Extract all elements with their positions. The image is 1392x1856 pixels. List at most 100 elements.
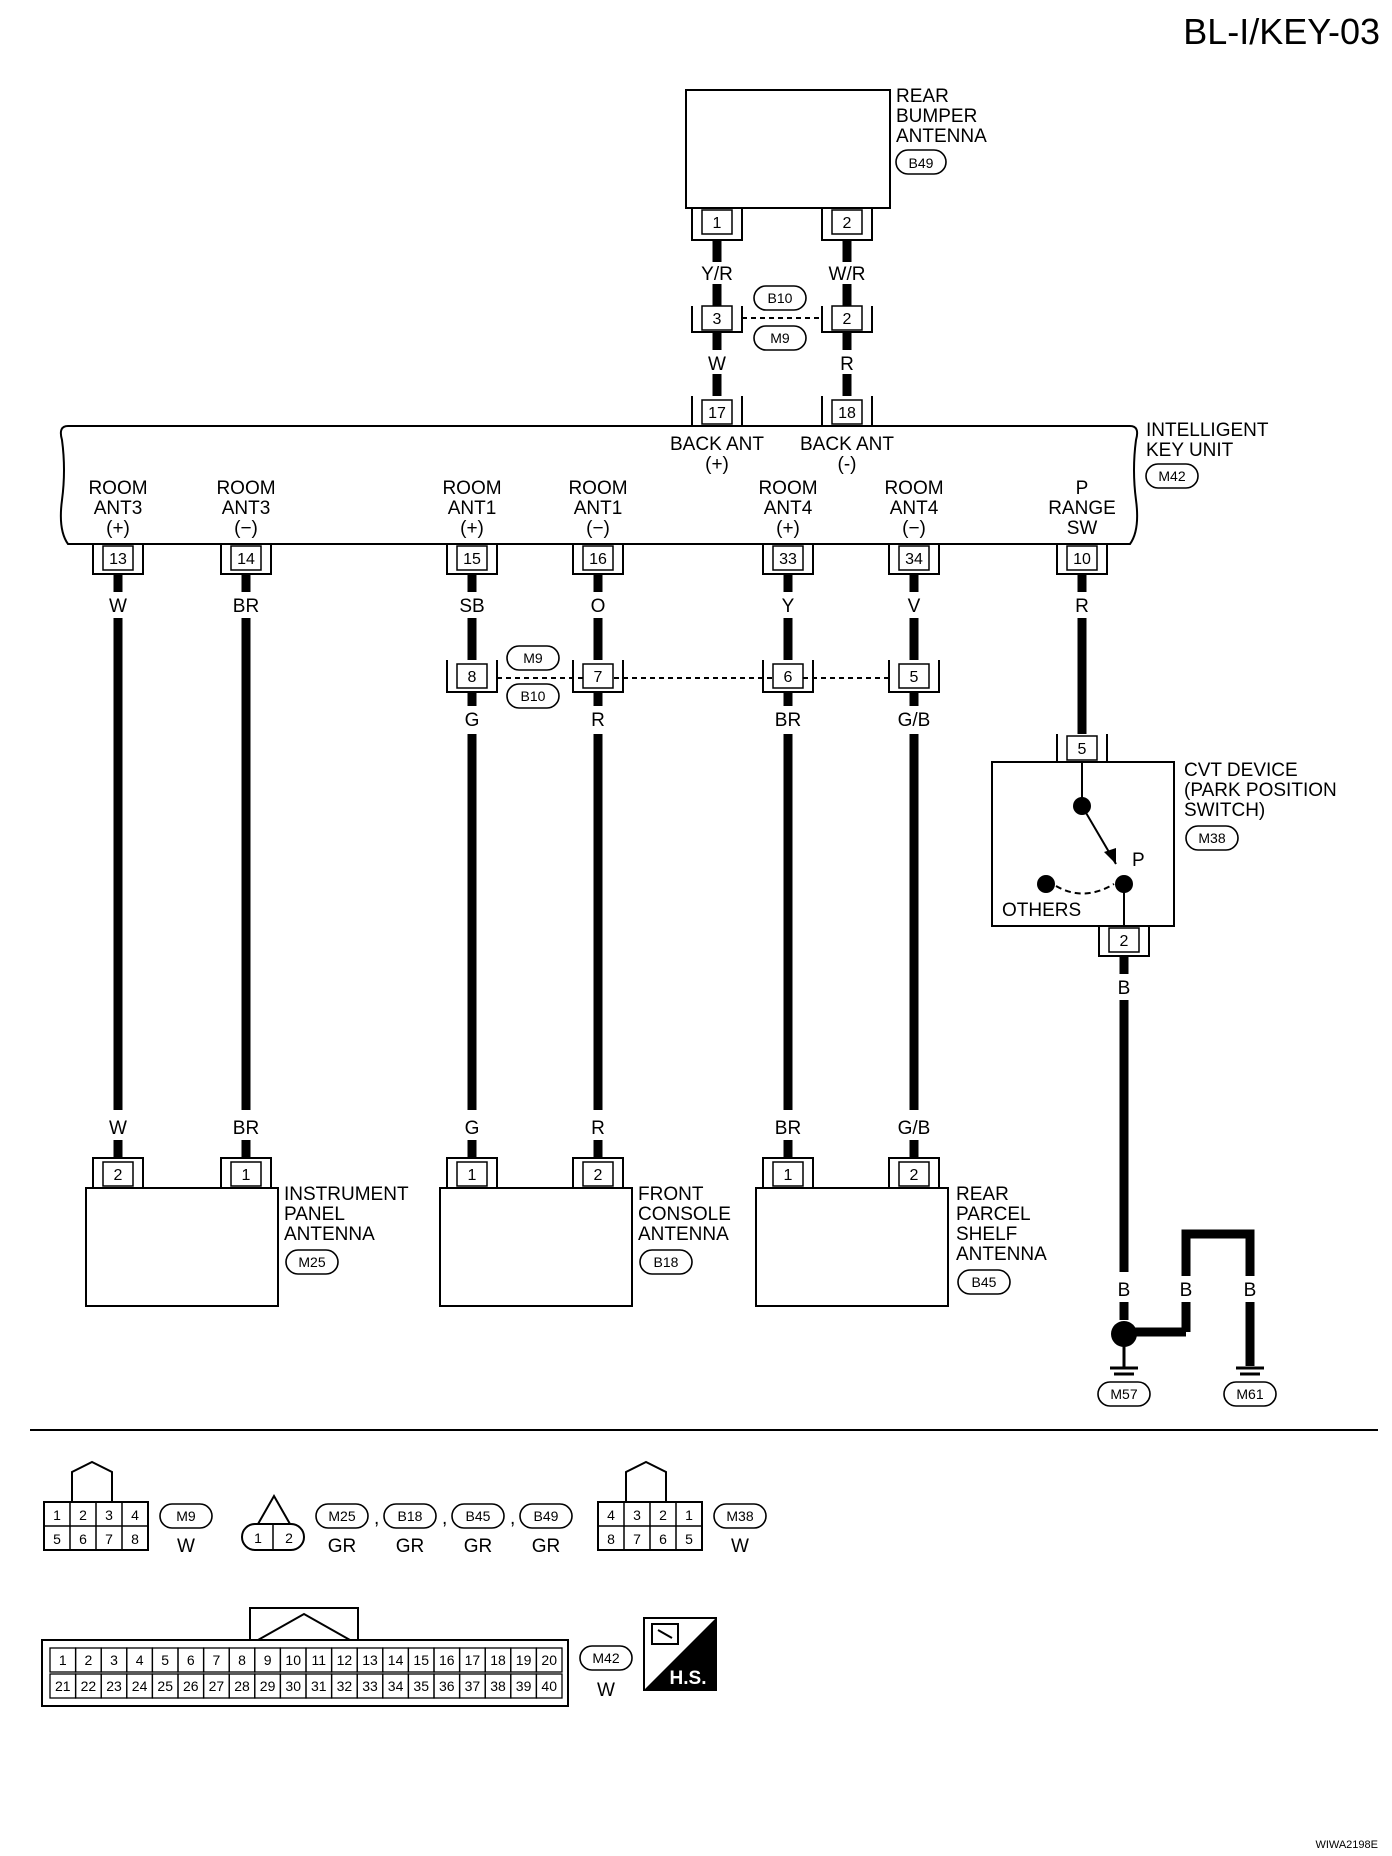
front-console-connector: B18: [654, 1254, 679, 1270]
cvt-others-label: OTHERS: [1002, 900, 1081, 921]
footer-code: WIWA2198E: [1315, 1839, 1378, 1851]
m42-cell: 3: [110, 1652, 118, 1668]
ground-wire-b-1: B: [1118, 1280, 1131, 1301]
mid-joint-connector: 8 7 6 5 M9 B10: [446, 645, 940, 709]
m42-cell: 18: [490, 1652, 506, 1668]
terminal-33-l3: (+): [776, 518, 800, 539]
mid-wire-gb: G/B: [898, 710, 931, 731]
front-console-label-2: CONSOLE: [638, 1204, 731, 1225]
two-pin-2: 2: [285, 1530, 293, 1546]
rear-parcel-pin-2: 2: [910, 1167, 919, 1184]
m42-cell: 27: [209, 1678, 225, 1694]
ant-wire-r: R: [591, 1118, 605, 1139]
wire-color-r-18: R: [840, 354, 854, 375]
key-unit-outline: [59, 425, 1139, 545]
rear-bumper-antenna-label-1: REAR: [896, 86, 949, 107]
cvt-pin-5: 5: [1078, 741, 1087, 758]
terminal-14-wire: BR: [233, 596, 259, 617]
ground-m57: M57: [1110, 1386, 1137, 1402]
terminal-14-l1: ROOM: [216, 478, 275, 499]
m9-cell: 2: [79, 1507, 87, 1523]
two-pin-1: 1: [254, 1530, 262, 1546]
m42-cell: 24: [132, 1678, 148, 1694]
m42-cell: 13: [362, 1652, 378, 1668]
rear-bumper-pin-1: 1: [691, 208, 743, 241]
terminal-34-pin: 34: [905, 551, 923, 568]
terminal-15-pin: 15: [463, 551, 481, 568]
terminal-10-pin: 10: [1073, 551, 1091, 568]
joint-connector-m9: M9: [770, 330, 790, 346]
front-console-pin-1: 1: [468, 1167, 477, 1184]
ground-wire-b-3: B: [1244, 1280, 1257, 1301]
m42-cell: 10: [285, 1652, 301, 1668]
ant-wire-g: G: [465, 1118, 480, 1139]
wire-color-wr: W/R: [829, 264, 866, 285]
m42-cell: 5: [161, 1652, 169, 1668]
two-pin-color-3: GR: [464, 1536, 493, 1557]
m42-cell: 20: [541, 1652, 557, 1668]
cvt-p-label: P: [1132, 850, 1145, 871]
m42-cell: 19: [516, 1652, 532, 1668]
rear-parcel-label-1: REAR: [956, 1184, 1009, 1205]
instrument-panel-label-3: ANTENNA: [284, 1224, 375, 1245]
hs-badge: H.S.: [643, 1617, 717, 1691]
legend-m38-color: W: [731, 1536, 749, 1557]
terminal-13: ROOM ANT3 (+) 13 W: [88, 478, 147, 617]
terminal-16-l1: ROOM: [568, 478, 627, 499]
terminal-33-pin: 33: [779, 551, 797, 568]
terminal-34-wire: V: [908, 596, 921, 617]
key-unit-name-1: INTELLIGENT: [1146, 420, 1269, 441]
terminal-10: P RANGE SW 10 R: [1048, 478, 1116, 617]
legend-m9: 1 2 3 4 5 6 7 8 M9 W: [43, 1460, 213, 1557]
terminal-14-pin: 14: [237, 551, 255, 568]
rear-parcel-label-2: PARCEL: [956, 1204, 1031, 1225]
key-unit-pin-18-label: 18: [838, 405, 856, 422]
key-unit-connector-badge: [1145, 463, 1199, 489]
two-pin-sep-1: ,: [374, 1508, 379, 1529]
m42-cell: 37: [465, 1678, 481, 1694]
terminal-15-wire: SB: [459, 596, 484, 617]
m42-cell: 33: [362, 1678, 378, 1694]
hs-label: H.S.: [670, 1668, 707, 1689]
instrument-panel-connector: M25: [298, 1254, 325, 1270]
terminal-15: ROOM ANT1 (+) 15 SB: [442, 478, 501, 617]
rear-parcel-label-4: ANTENNA: [956, 1244, 1047, 1265]
two-pin-color-4: GR: [532, 1536, 561, 1557]
key-unit-pin-17-label: 17: [708, 405, 726, 422]
terminal-34-l3: (−): [902, 518, 926, 539]
terminal-10-l3: SW: [1067, 518, 1098, 539]
terminal-16-l3: (−): [586, 518, 610, 539]
mid-joint-b10: B10: [521, 688, 546, 704]
two-pin-color-1: GR: [328, 1536, 357, 1557]
legend-m38: 4 3 2 1 8 7 6 5 M38 W: [597, 1460, 767, 1557]
mid-joint-pin-5: 5: [910, 669, 919, 686]
mid-wire-g: G: [465, 710, 480, 731]
m42-cell: 1: [59, 1652, 67, 1668]
m42-cell: 32: [337, 1678, 353, 1694]
key-unit-pin-18: 18: [821, 396, 873, 426]
ground-network: B B B M57 M61: [1097, 1229, 1277, 1407]
rear-bumper-pin-2: 2: [821, 208, 873, 241]
page-title: BL-I/KEY-03: [1183, 11, 1380, 52]
m42-cell: 16: [439, 1652, 455, 1668]
m42-cell: 21: [55, 1678, 71, 1694]
two-pin-name-m25: M25: [328, 1508, 355, 1524]
two-pin-sep-2: ,: [442, 1508, 447, 1529]
joint-pin-2: 2: [843, 311, 852, 328]
m42-cell: 35: [413, 1678, 429, 1694]
m9-cell: 4: [131, 1507, 139, 1523]
m42-cell-box: [535, 1647, 563, 1673]
terminal-34-l1: ROOM: [884, 478, 943, 499]
terminal-34-l2: ANT4: [890, 498, 939, 519]
wire-color-yr: Y/R: [701, 264, 733, 285]
front-console-antenna: 1 2 FRONT CONSOLE ANTENNA B18: [439, 1157, 731, 1307]
m42-cell: 6: [187, 1652, 195, 1668]
mid-wire-br: BR: [775, 710, 801, 731]
terminal-14: ROOM ANT3 (−) 14 BR: [216, 478, 275, 617]
instrument-panel-label-2: PANEL: [284, 1204, 345, 1225]
m9-cell: 5: [53, 1531, 61, 1547]
m42-cell: 17: [465, 1652, 481, 1668]
m42-cell: 34: [388, 1678, 404, 1694]
